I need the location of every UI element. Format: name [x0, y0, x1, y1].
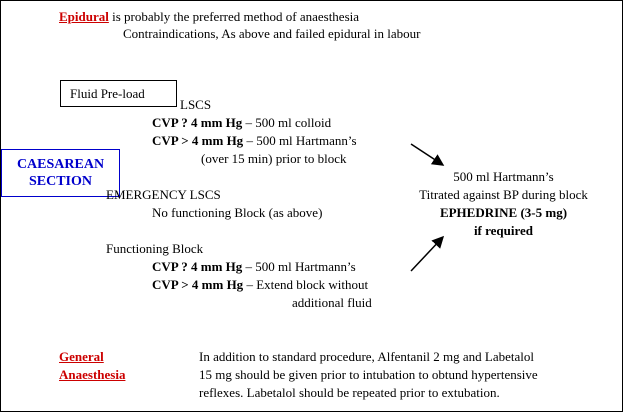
functioning-cvp-low: CVP ? 4 mm Hg – 500 ml Hartmann’s — [152, 259, 356, 275]
arrow-to-hartmann — [410, 143, 445, 166]
arrow-to-ephedrine — [410, 235, 445, 272]
ephedrine-line: EPHEDRINE (3-5 mg) — [439, 205, 568, 220]
functioning-cvp-high-bold: CVP > 4 mm Hg — [152, 277, 244, 292]
epidural-label: Epidural — [59, 9, 109, 24]
elective-cvp-high-text: – 500 ml Hartmann’s — [243, 133, 357, 148]
general-text-2: 15 mg should be given prior to intubatio… — [199, 367, 538, 382]
elective-cvp-low-bold: CVP ? 4 mm Hg — [152, 115, 243, 130]
functioning-cvp-note: additional fluid — [292, 295, 372, 310]
titrated-line: Titrated against BP during block — [419, 187, 588, 202]
functioning-cvp-high: CVP > 4 mm Hg – Extend block without — [152, 277, 368, 293]
epidural-heading: Epidural is probably the preferred metho… — [59, 9, 359, 25]
fluid-preload-label: Fluid Pre-load — [70, 86, 145, 101]
functioning-cvp-high-text: – Extend block without — [243, 277, 369, 292]
elective-cvp-high: CVP > 4 mm Hg – 500 ml Hartmann’s — [152, 133, 357, 149]
contraindications-text: Contraindications, As above and failed e… — [123, 26, 421, 41]
caesarean-line1: CAESAREAN — [16, 157, 105, 172]
fluid-preload-box: Fluid Pre-load — [60, 80, 177, 107]
elective-cvp-low-text: – 500 ml colloid — [242, 115, 332, 130]
emergency-lscs-label: EMERGENCY LSCS — [106, 187, 221, 202]
general-text-1: In addition to standard procedure, Alfen… — [199, 349, 535, 364]
general-label-1-text: General — [59, 349, 104, 364]
general-label-2-text: Anaesthesia — [59, 367, 126, 382]
elective-cvp-low: CVP ? 4 mm Hg – 500 ml colloid — [152, 115, 331, 131]
caesarean-line2: SECTION — [28, 174, 93, 189]
elective-cvp-high-bold: CVP > 4 mm Hg — [152, 133, 244, 148]
general-text-3: reflexes. Labetalol should be repeated p… — [199, 385, 500, 400]
general-label-1: General — [59, 349, 104, 365]
general-label-2: Anaesthesia — [59, 367, 125, 383]
functioning-block-label: Functioning Block — [106, 241, 204, 256]
elective-lscs-label: LSCS — [180, 97, 212, 112]
if-required-line: if required — [473, 223, 534, 238]
elective-cvp-note: (over 15 min) prior to block — [201, 151, 347, 166]
emergency-no-block: No functioning Block (as above) — [152, 205, 323, 220]
epidural-text: is probably the preferred method of anae… — [108, 9, 360, 24]
functioning-cvp-low-text: – 500 ml Hartmann’s — [242, 259, 356, 274]
functioning-cvp-low-bold: CVP ? 4 mm Hg — [152, 259, 243, 274]
caesarean-section-box: CAESAREAN SECTION — [1, 149, 120, 197]
hartmann-line: 500 ml Hartmann’s — [453, 169, 554, 184]
